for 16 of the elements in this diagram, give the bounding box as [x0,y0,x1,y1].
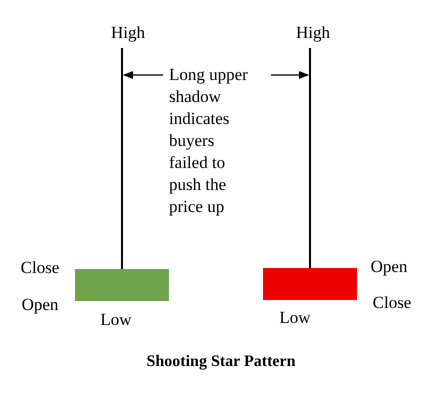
price-label: Open [370,256,408,278]
arrow [271,71,309,79]
price-label: High [296,22,330,44]
annotation-text: Long upper shadow indicates buyers failed to push the price up [165,64,253,218]
bearish-candle-body [263,268,357,300]
bullish-candle-body [75,269,169,301]
price-label: Low [100,309,132,331]
price-label: High [111,22,145,44]
price-label: Open [22,294,58,316]
price-label: Close [372,292,412,314]
caption: Shooting Star Pattern [146,352,296,372]
arrow [123,71,163,79]
upper-shadow-line [309,48,311,268]
price-label: Close [20,257,60,279]
upper-shadow-line [121,48,123,269]
price-label: Low [279,307,311,329]
